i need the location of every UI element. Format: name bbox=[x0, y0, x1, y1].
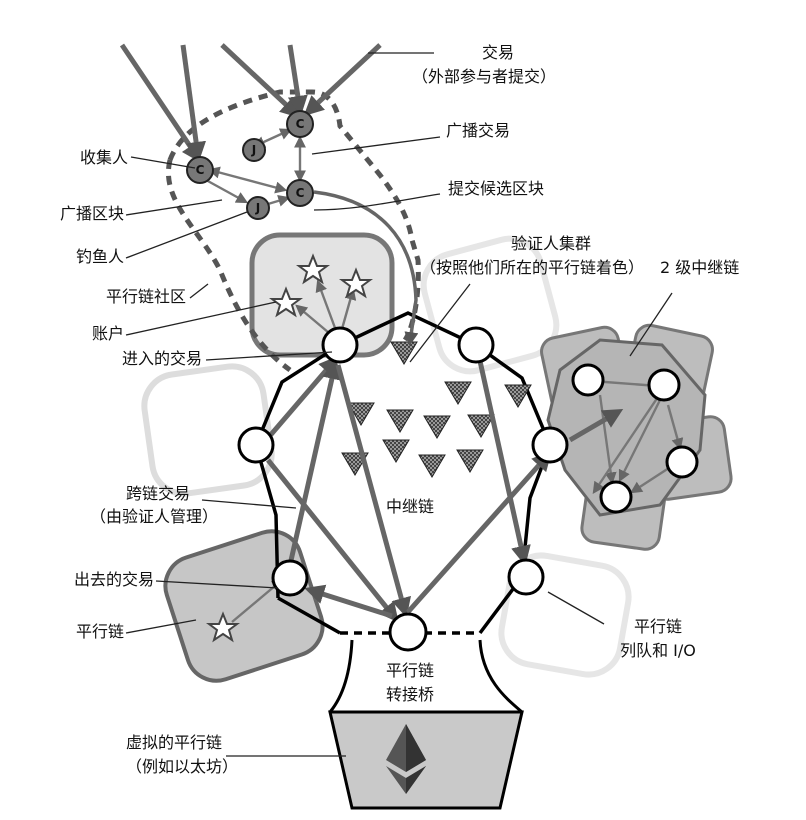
label-second-level: 2 级中继链 bbox=[660, 258, 739, 277]
fisherman-node bbox=[242, 138, 266, 162]
account-stars bbox=[269, 253, 373, 339]
label-virtual-parachain: 虚拟的平行链 bbox=[126, 733, 222, 752]
label-cross-chain-tx-sub: （由验证人管理） bbox=[90, 507, 218, 526]
collator-node-letter: C bbox=[196, 163, 205, 177]
collator-node-letter: C bbox=[296, 117, 305, 131]
label-collector: 收集人 bbox=[80, 148, 128, 167]
incoming-tx-arrows bbox=[119, 43, 382, 163]
label-validator-group: 验证人集群 bbox=[511, 234, 591, 253]
collator-network: C C C J J bbox=[186, 110, 419, 347]
bridge-node bbox=[388, 612, 428, 652]
labels: 交易 （外部参与者提交） 广播交易 收集人 提交候选区块 广播区块 钓鱼人 验证… bbox=[60, 43, 739, 776]
level2-node bbox=[599, 480, 633, 514]
label-outgoing-tx: 出去的交易 bbox=[74, 570, 154, 589]
level2-relay-chain bbox=[540, 323, 733, 551]
relay-node bbox=[237, 426, 275, 464]
star-icon bbox=[339, 267, 373, 299]
parachain-left bbox=[163, 529, 325, 683]
outgoing-star bbox=[206, 578, 284, 643]
ethereum-icon bbox=[386, 724, 426, 794]
relay-node bbox=[457, 326, 495, 364]
label-parachain-community: 平行链社区 bbox=[106, 287, 186, 306]
label-parachain-queue: 平行链 bbox=[634, 617, 682, 636]
level2-node bbox=[647, 368, 681, 402]
label-virtual-parachain-sub: （例如以太坊） bbox=[126, 757, 238, 776]
leader-lines bbox=[125, 52, 673, 757]
collator-region bbox=[166, 89, 421, 373]
fisherman-node-letter: J bbox=[255, 201, 260, 215]
star-icon bbox=[296, 253, 330, 285]
level2-node bbox=[571, 363, 605, 397]
label-tx: 交易 bbox=[482, 43, 514, 62]
level2-node bbox=[665, 445, 699, 479]
label-submit-candidate: 提交候选区块 bbox=[448, 179, 544, 198]
collator-node bbox=[186, 156, 214, 184]
label-validator-group-sub: （按照他们所在的平行链着色） bbox=[420, 258, 644, 277]
relay-node bbox=[321, 326, 359, 364]
star-icon bbox=[269, 286, 303, 318]
label-bridge: 平行链 bbox=[386, 661, 434, 680]
label-broadcast-tx: 广播交易 bbox=[446, 121, 510, 140]
star-icon bbox=[206, 611, 240, 643]
label-parachain-queue-sub: 列队和 I/O bbox=[620, 641, 696, 660]
collator-node-letter: C bbox=[296, 186, 305, 200]
relay-node bbox=[507, 558, 545, 596]
relay-node bbox=[531, 426, 569, 464]
virtual-parachain-shape bbox=[328, 639, 524, 810]
label-fisherman: 钓鱼人 bbox=[76, 247, 124, 266]
label-broadcast-block: 广播区块 bbox=[60, 204, 124, 223]
fisherman-node-letter: J bbox=[251, 143, 256, 157]
label-account: 账户 bbox=[92, 324, 124, 343]
label-relay-chain: 中继链 bbox=[386, 497, 434, 516]
collator-node bbox=[286, 110, 314, 138]
relay-chain-nodes bbox=[237, 326, 569, 652]
label-bridge-sub: 转接桥 bbox=[386, 685, 434, 704]
label-tx-sub: （外部参与者提交） bbox=[412, 67, 556, 86]
label-incoming-tx: 进入的交易 bbox=[122, 349, 202, 368]
fisherman-node bbox=[246, 196, 270, 220]
collator-node bbox=[286, 179, 314, 207]
cross-chain-arrows bbox=[260, 351, 624, 623]
relay-node bbox=[271, 559, 309, 597]
label-parachain: 平行链 bbox=[76, 622, 124, 641]
label-cross-chain-tx: 跨链交易 bbox=[126, 484, 190, 503]
